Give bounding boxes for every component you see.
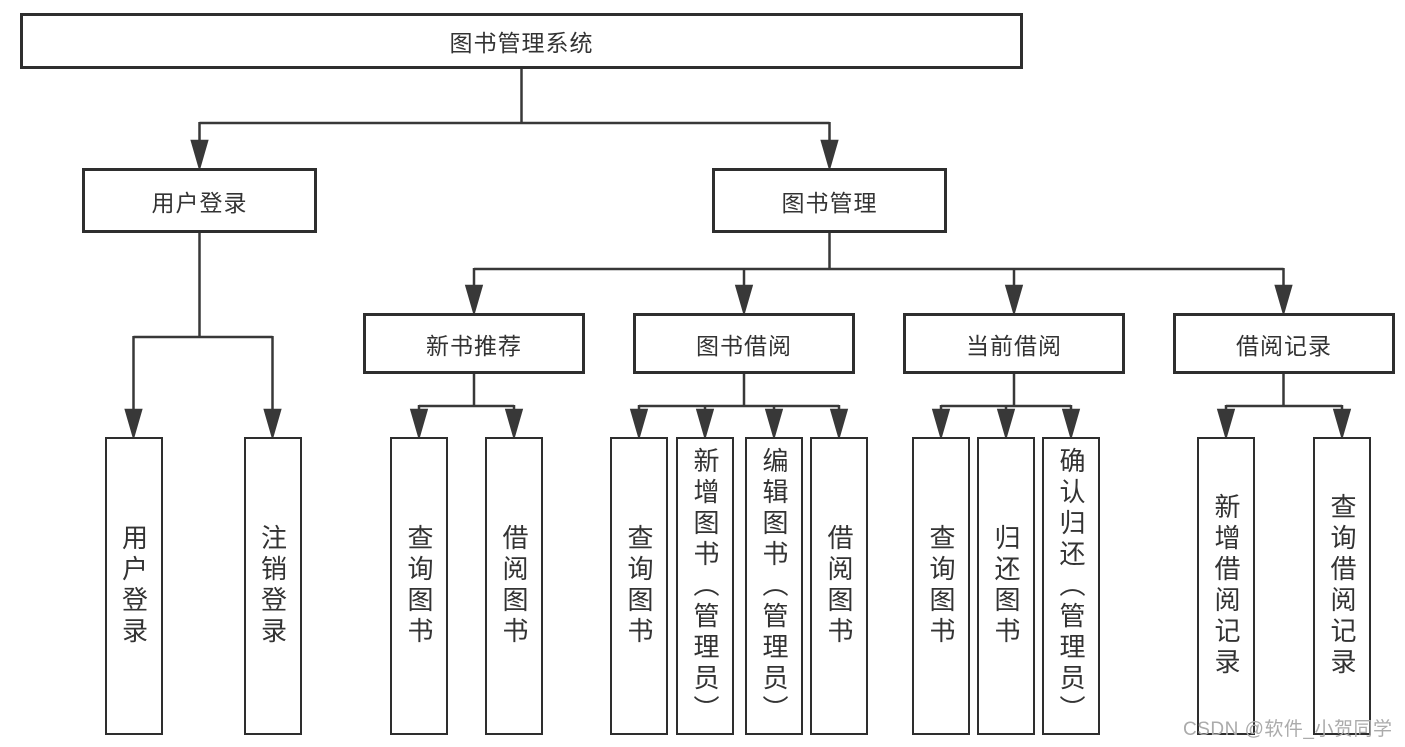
leaf-return-books: 归还图书 <box>977 437 1035 735</box>
node-label: 图书借阅 <box>696 332 792 359</box>
leaf-confirm-return-admin: 确认归还（管理员） <box>1042 437 1100 735</box>
node-label: 图书管理 <box>781 189 878 216</box>
node-book-borrowing: 图书借阅 <box>633 313 855 374</box>
csdn-watermark: CSDN @软件_小贺同学 <box>1183 719 1393 740</box>
leaf-query-books-recommend: 查询图书 <box>390 437 448 735</box>
node-label: 借阅图书 <box>499 524 529 648</box>
node-current-borrowing: 当前借阅 <box>903 313 1125 374</box>
node-label: 新增借阅记录 <box>1211 493 1241 679</box>
node-library-management-system: 图书管理系统 <box>20 13 1023 69</box>
node-label: 用户登录 <box>118 524 149 648</box>
node-label: 当前借阅 <box>966 332 1062 359</box>
leaf-query-books-current: 查询图书 <box>912 437 970 735</box>
leaf-edit-books-admin: 编辑图书（管理员） <box>745 437 803 735</box>
node-label: 查询借阅记录 <box>1327 493 1357 679</box>
node-label: 确认归还（管理员） <box>1056 446 1086 726</box>
connector-book-borrow-to-children <box>629 374 849 441</box>
connector-user-login-to-children <box>124 233 282 441</box>
leaf-logout: 注销登录 <box>243 437 302 735</box>
node-label: 新增图书（管理员） <box>690 446 720 726</box>
leaf-add-books-admin: 新增图书（管理员） <box>676 437 734 735</box>
node-label: 借阅记录 <box>1236 332 1332 359</box>
node-label: 注销登录 <box>257 524 288 648</box>
node-label: 查询图书 <box>404 524 434 648</box>
node-label: 借阅图书 <box>824 524 854 648</box>
node-label: 查询图书 <box>926 524 956 648</box>
node-label: 用户登录 <box>151 189 248 216</box>
connector-root-to-level2 <box>190 69 839 172</box>
connector-new-book-to-children <box>409 374 524 441</box>
leaf-borrow-books-recommend: 借阅图书 <box>485 437 543 735</box>
leaf-add-borrow-record: 新增借阅记录 <box>1197 437 1255 735</box>
connector-current-borrow-to-children <box>931 374 1081 441</box>
connector-book-management-to-level3 <box>464 233 1293 317</box>
node-label: 新书推荐 <box>426 332 522 359</box>
leaf-query-books-borrow: 查询图书 <box>610 437 668 735</box>
node-new-book-recommendation: 新书推荐 <box>363 313 585 374</box>
node-label: 查询图书 <box>624 524 654 648</box>
node-borrowing-records: 借阅记录 <box>1173 313 1395 374</box>
node-label: 编辑图书（管理员） <box>759 446 789 726</box>
node-label: 归还图书 <box>991 524 1021 648</box>
node-book-management: 图书管理 <box>712 168 947 233</box>
node-user-login: 用户登录 <box>82 168 317 233</box>
leaf-borrow-books: 借阅图书 <box>810 437 868 735</box>
leaf-user-login: 用户登录 <box>104 437 163 735</box>
leaf-query-borrow-record: 查询借阅记录 <box>1313 437 1371 735</box>
connector-borrow-records-to-children <box>1216 374 1352 441</box>
node-label: 图书管理系统 <box>449 30 594 56</box>
